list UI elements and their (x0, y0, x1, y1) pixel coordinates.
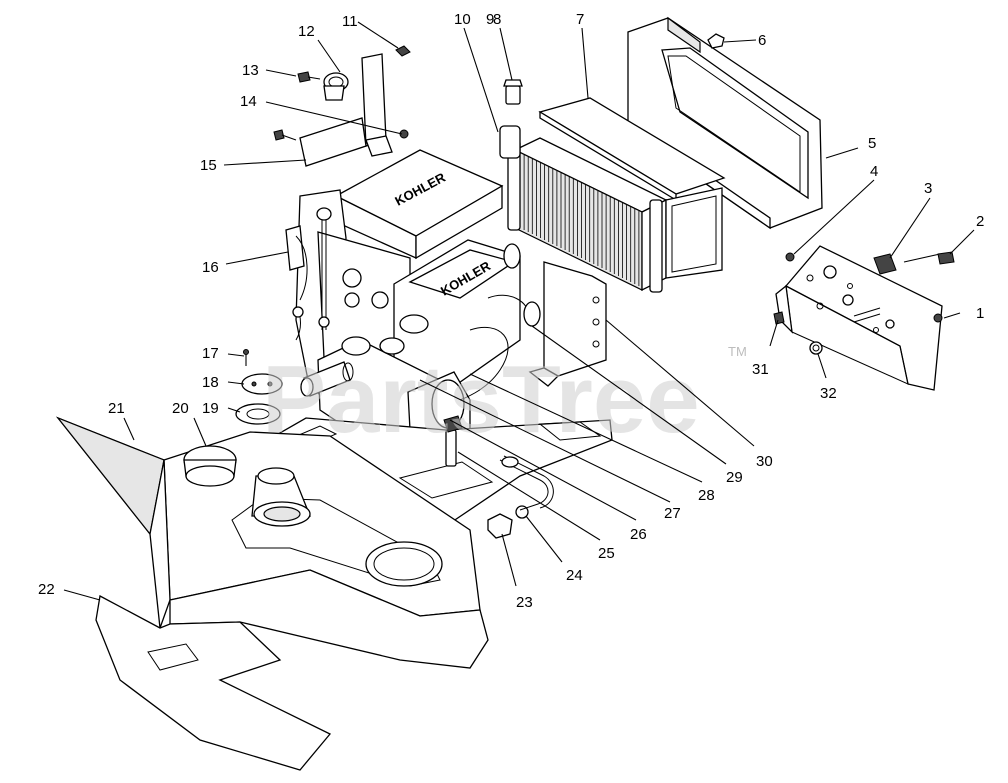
radiator-core (507, 137, 723, 293)
callout-17: 17 (202, 345, 219, 362)
watermark-text: PartsTree (262, 346, 700, 453)
callout-3: 3 (924, 180, 932, 197)
callout-18: 18 (202, 374, 219, 391)
callout-16: 16 (202, 259, 219, 276)
callout-7: 7 (576, 11, 584, 28)
nut-part-23 (487, 513, 513, 539)
fuel-cap-part-20 (183, 445, 237, 487)
nut-part-4 (785, 252, 795, 262)
gasket-part-19 (235, 403, 281, 425)
callout-28: 28 (698, 487, 715, 504)
callout-30: 30 (756, 453, 773, 470)
knob-part-2 (937, 251, 955, 265)
callout-27: 27 (664, 505, 681, 522)
callout-25: 25 (598, 545, 615, 562)
leader-lines (63, 21, 975, 601)
callout-9: 9 (486, 11, 494, 28)
bolt-part-11 (395, 45, 411, 57)
callout-20: 20 (172, 400, 189, 417)
grommet-part-32 (809, 341, 823, 355)
callout-24: 24 (566, 567, 583, 584)
bolt-part-25 (443, 415, 463, 467)
hose-part-10 (499, 125, 521, 159)
callout-10: 10 (454, 11, 471, 28)
callout-5: 5 (868, 135, 876, 152)
callout-13: 13 (242, 62, 259, 79)
bracket-part-15 (299, 53, 393, 167)
callout-11: 11 (342, 13, 358, 30)
nut-part-1 (933, 313, 943, 323)
callout-15: 15 (200, 157, 217, 174)
callout-22: 22 (38, 581, 55, 598)
callout-21: 21 (108, 400, 125, 417)
callout-4: 4 (870, 163, 878, 180)
callout-31: 31 (752, 361, 769, 378)
bolt-part-13 (297, 71, 321, 83)
callout-12: 12 (298, 23, 315, 40)
callout-8: 8 (493, 11, 501, 28)
callout-1: 1 (976, 305, 984, 322)
bolt-part-15b (273, 129, 297, 141)
control-panel (775, 245, 943, 391)
fuel-tank-part-21 (55, 416, 489, 669)
screw-part-17 (243, 349, 249, 366)
callout-23: 23 (516, 594, 533, 611)
callout-26: 26 (630, 526, 647, 543)
screw-part-31 (773, 311, 785, 325)
pan-part-22 (95, 595, 332, 771)
watermark-tm: TM (728, 344, 747, 359)
washer-part-24 (515, 505, 529, 519)
cap-part-6 (707, 33, 725, 49)
clamp-part-12 (323, 72, 349, 101)
fitting-part-9 (503, 79, 523, 105)
bracket-part-30 (528, 261, 607, 387)
callout-14: 14 (240, 93, 257, 110)
callout-29: 29 (726, 469, 743, 486)
callout-numbers: 1 2 3 4 5 6 7 8 9 10 11 12 13 14 15 16 1… (38, 11, 984, 611)
callout-6: 6 (758, 32, 766, 49)
switch-part-3 (873, 253, 941, 275)
callout-19: 19 (202, 400, 219, 417)
filler-neck (251, 467, 311, 527)
callout-32: 32 (820, 385, 837, 402)
callout-2: 2 (976, 213, 984, 230)
